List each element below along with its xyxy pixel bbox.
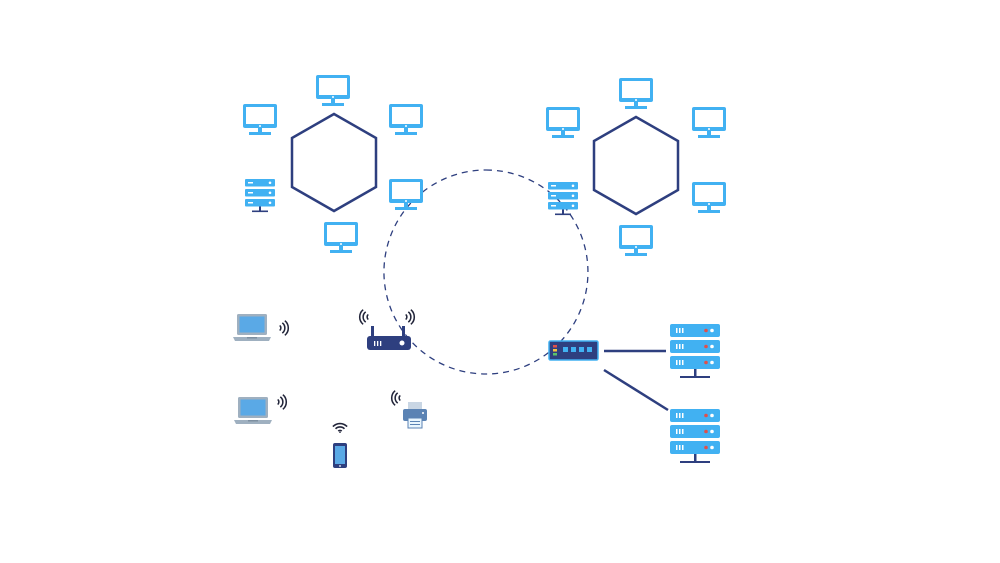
- monitor-icon: [324, 222, 358, 253]
- connections: [383, 169, 669, 412]
- wifi-signal-icon: [332, 422, 348, 433]
- switch-icon: [548, 340, 599, 361]
- wifi-signal-icon: [390, 390, 402, 406]
- monitor-icon: [619, 78, 653, 109]
- wifi-signal-icon: [404, 309, 416, 325]
- monitor-icon: [389, 104, 423, 135]
- monitor-icon: [692, 107, 726, 138]
- printer-icon: [403, 402, 427, 429]
- monitor-icon: [692, 182, 726, 213]
- wifi-signal-icon: [278, 320, 290, 336]
- wifi-signal-icon: [358, 309, 370, 325]
- ring-network-right: [546, 78, 726, 256]
- switch-to-server-link: [603, 368, 669, 412]
- monitor-icon: [243, 104, 277, 135]
- backbone-ring: [383, 169, 589, 375]
- monitor-icon: [546, 107, 580, 138]
- monitor-icon: [389, 179, 423, 210]
- wifi-signal-icon: [276, 394, 288, 410]
- laptop-icon: [233, 314, 271, 341]
- wireless-network: [233, 309, 427, 468]
- server-rack-icon: [670, 324, 720, 378]
- hexagon-hub: [290, 112, 378, 213]
- ring-network-left: [243, 75, 423, 253]
- switched-network: [548, 324, 720, 463]
- monitor-icon: [619, 225, 653, 256]
- laptop-icon: [234, 397, 272, 424]
- smartphone-icon: [333, 443, 347, 468]
- hexagon-hub: [592, 115, 680, 216]
- server-icon: [548, 182, 578, 216]
- monitor-icon: [316, 75, 350, 106]
- router-icon: [367, 326, 411, 350]
- server-rack-icon: [670, 409, 720, 463]
- server-icon: [245, 179, 275, 213]
